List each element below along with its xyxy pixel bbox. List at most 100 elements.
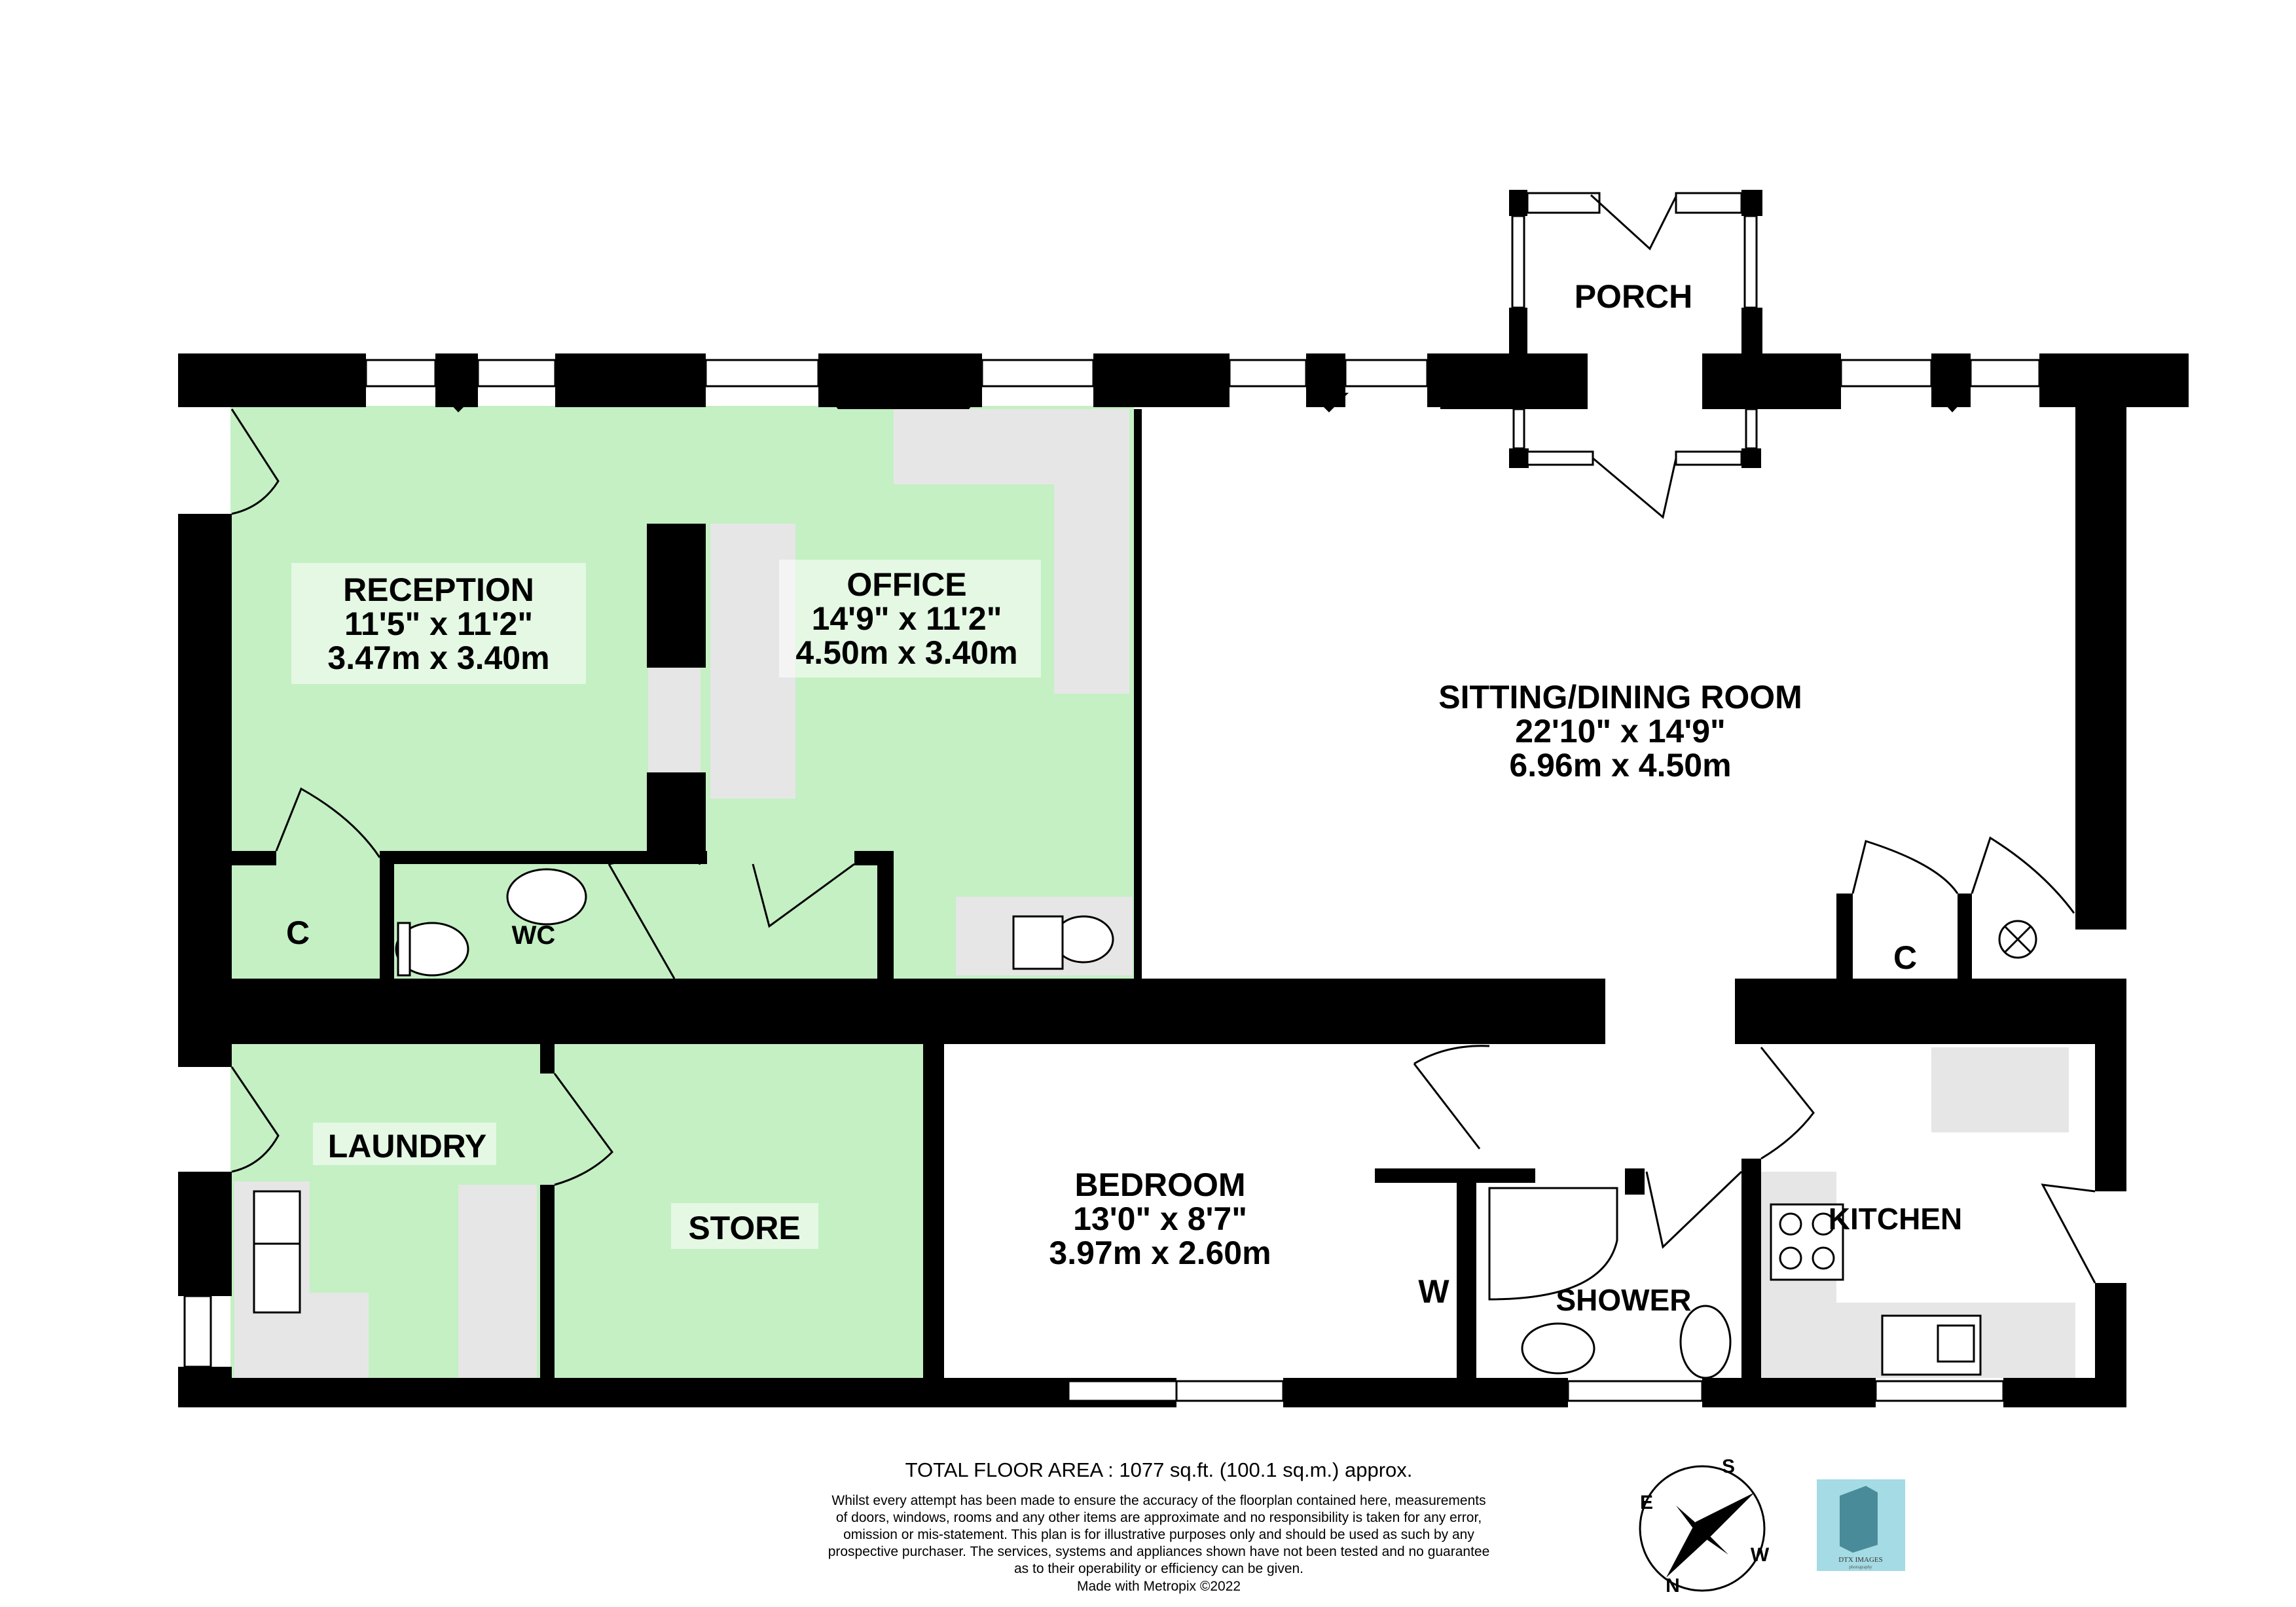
compass-s: S — [1722, 1456, 1735, 1477]
walls — [178, 190, 2189, 1407]
compass-star-icon — [1666, 1492, 1755, 1578]
kitchen-sink-bowl-icon — [1937, 1324, 1975, 1363]
wall — [1702, 353, 1833, 409]
door-swing — [2041, 1183, 2096, 1284]
window — [1526, 192, 1601, 214]
wall — [440, 393, 478, 412]
sink-drainer-icon — [1012, 915, 1064, 970]
wall — [1509, 448, 1529, 468]
room-labels: RECEPTION 11'5" x 11'2" 3.47m x 3.40m OF… — [286, 278, 1962, 1317]
kitchen-counter-top — [1931, 1047, 2069, 1132]
window — [1512, 408, 1525, 450]
door-swing — [1645, 1170, 1743, 1249]
window — [1675, 192, 1743, 214]
shower-name: SHOWER — [1556, 1283, 1692, 1317]
cupboard-shelf — [648, 668, 701, 772]
window — [183, 1295, 212, 1368]
wall — [1741, 448, 1761, 468]
window — [1969, 359, 2041, 388]
wall — [2075, 353, 2126, 930]
window — [1067, 1380, 1178, 1402]
cupboard-right-name: C — [1893, 939, 1917, 976]
bedroom-metric: 3.97m x 2.60m — [1049, 1235, 1271, 1271]
logo: DTX IMAGES photography — [1817, 1479, 1905, 1571]
wall — [1283, 1378, 1568, 1407]
made-with: Made with Metropix ©2022 — [1076, 1579, 1241, 1594]
wc-basin-icon — [506, 868, 587, 926]
compass-w: W — [1751, 1544, 1770, 1566]
reception-imperial: 11'5" x 11'2" — [344, 605, 533, 642]
logo-building-icon — [1840, 1486, 1878, 1553]
window — [1840, 359, 1933, 388]
window — [1228, 359, 1307, 388]
wall — [178, 1378, 1068, 1407]
door-swing — [1592, 457, 1677, 519]
hob-ring-icon — [1779, 1212, 1802, 1236]
sitting-metric: 6.96m x 4.50m — [1509, 747, 1731, 784]
wall — [380, 851, 394, 982]
hob-ring-icon — [1812, 1212, 1835, 1236]
wall — [1741, 1159, 1761, 1381]
wall — [540, 1185, 555, 1381]
laundry-label-bg — [313, 1123, 496, 1165]
wall — [1741, 308, 1762, 360]
wc-name: WC — [512, 921, 556, 950]
office-label-bg — [779, 560, 1041, 677]
wall — [230, 851, 276, 865]
window — [1567, 1380, 1704, 1402]
wall — [1375, 1168, 1535, 1183]
compass-ring — [1639, 1465, 1766, 1592]
door-swing — [1971, 836, 2075, 914]
wall — [1470, 353, 1588, 409]
wall — [1457, 1168, 1476, 1381]
reception-label-bg — [291, 563, 586, 684]
wall — [178, 1172, 232, 1296]
store-name: STORE — [688, 1210, 800, 1246]
reception-name: RECEPTION — [343, 571, 534, 608]
doors — [230, 194, 2096, 1284]
door-swing — [1590, 194, 1677, 251]
sitting-name: SITTING/DINING ROOM — [1438, 679, 1802, 715]
sitting-imperial: 22'10" x 14'9" — [1515, 713, 1725, 749]
porch-name: PORCH — [1575, 278, 1693, 315]
disclaimer-line: as to their operability or efficiency ca… — [1013, 1561, 1304, 1576]
door-swing — [1851, 840, 1959, 894]
boiler-cross-icon — [2003, 925, 2032, 954]
wc-toilet-icon — [395, 922, 469, 977]
wall — [1702, 1378, 1876, 1407]
wall — [1735, 979, 2126, 1044]
disclaimer-line: of doors, windows, rooms and any other i… — [835, 1510, 1482, 1525]
window — [704, 359, 820, 388]
store-label-bg — [671, 1203, 818, 1249]
logo-line2: photography — [1849, 1564, 1872, 1570]
wall — [877, 851, 894, 1008]
compass: N S E W — [1639, 1456, 1770, 1597]
label-backgrounds — [291, 560, 1041, 1249]
laundry-drainer-icon — [253, 1242, 301, 1314]
window — [1745, 408, 1758, 450]
laundry-shelf — [458, 1185, 537, 1378]
wall — [1741, 190, 1762, 216]
window — [981, 359, 1095, 388]
wall — [1134, 409, 1142, 979]
wardrobe-name: W — [1418, 1273, 1449, 1310]
wall — [1935, 393, 1971, 412]
window — [1675, 450, 1743, 466]
disclaimer-line: Whilst every attempt has been made to en… — [831, 1493, 1486, 1508]
window — [1874, 1380, 2005, 1402]
laundry-sink-icon — [253, 1190, 301, 1245]
wall — [178, 353, 366, 407]
office-name: OFFICE — [847, 566, 966, 603]
wall — [1093, 353, 1230, 407]
office-imperial: 14'9" x 11'2" — [812, 600, 1002, 637]
cupboard-left-name: C — [286, 914, 310, 951]
door-swing — [1413, 1045, 1490, 1149]
shower-toilet-icon — [1679, 1305, 1732, 1379]
wall — [1836, 894, 1853, 982]
wall — [647, 772, 706, 864]
logo-line1: DTX IMAGES — [1838, 1556, 1883, 1564]
door-swing — [275, 787, 381, 858]
window — [1511, 215, 1525, 309]
disclaimer-line: prospective purchaser. The services, sys… — [828, 1544, 1490, 1559]
sanitary — [253, 868, 2037, 1379]
